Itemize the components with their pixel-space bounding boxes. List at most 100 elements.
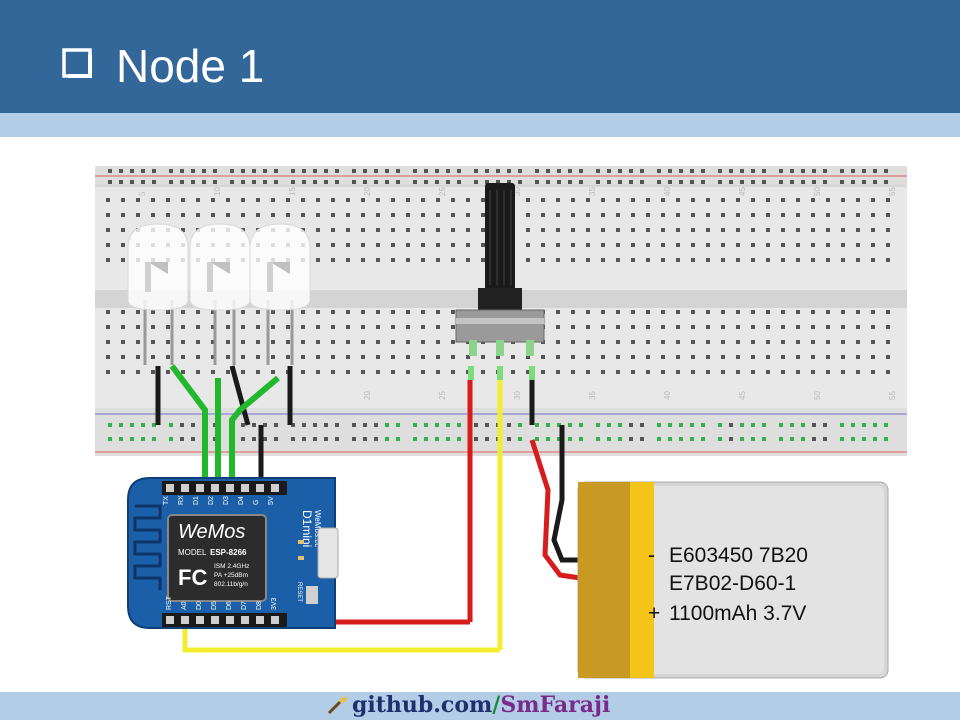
breadboard-hole bbox=[346, 325, 350, 329]
breadboard-hole bbox=[706, 213, 710, 217]
breadboard-hole bbox=[586, 355, 590, 359]
breadboard-hole bbox=[571, 258, 575, 262]
slide-title: Node 1 bbox=[116, 40, 265, 92]
breadboard-hole bbox=[301, 370, 305, 374]
breadboard-hole bbox=[646, 228, 650, 232]
breadboard-hole bbox=[811, 213, 815, 217]
header-pin bbox=[271, 616, 279, 624]
column-number: 35 bbox=[588, 187, 597, 196]
breadboard-hole bbox=[324, 169, 328, 173]
breadboard-hole bbox=[736, 213, 740, 217]
breadboard-hole bbox=[676, 258, 680, 262]
breadboard-hole bbox=[316, 228, 320, 232]
column-number: 45 bbox=[738, 391, 747, 400]
breadboard-hole bbox=[391, 243, 395, 247]
breadboard-hole bbox=[856, 243, 860, 247]
wire-yellow bbox=[182, 622, 500, 653]
breadboard-hole bbox=[721, 243, 725, 247]
breadboard-hole bbox=[556, 310, 560, 314]
breadboard-hole bbox=[886, 228, 890, 232]
breadboard-hole bbox=[211, 325, 215, 329]
breadboard-hole bbox=[518, 423, 522, 427]
breadboard-hole bbox=[376, 340, 380, 344]
breadboard-hole bbox=[108, 180, 112, 184]
breadboard-hole bbox=[840, 169, 844, 173]
breadboard-hole bbox=[706, 198, 710, 202]
breadboard-hole bbox=[571, 198, 575, 202]
pin-label: G bbox=[253, 500, 260, 505]
breadboard-hole bbox=[646, 325, 650, 329]
breadboard-hole bbox=[169, 180, 173, 184]
breadboard-hole bbox=[526, 243, 530, 247]
breadboard-hole bbox=[790, 423, 794, 427]
breadboard-hole bbox=[211, 355, 215, 359]
breadboard-hole bbox=[286, 213, 290, 217]
column-number: 20 bbox=[363, 187, 372, 196]
breadboard-hole bbox=[424, 423, 428, 427]
breadboard-hole bbox=[274, 423, 278, 427]
breadboard-hole bbox=[106, 355, 110, 359]
breadboard-hole bbox=[518, 169, 522, 173]
breadboard-hole bbox=[668, 169, 672, 173]
breadboard-hole bbox=[406, 213, 410, 217]
breadboard-hole bbox=[766, 370, 770, 374]
breadboard-hole bbox=[740, 180, 744, 184]
breadboard-hole bbox=[676, 310, 680, 314]
breadboard-hole bbox=[496, 180, 500, 184]
breadboard-hole bbox=[796, 228, 800, 232]
breadboard-hole bbox=[436, 310, 440, 314]
breadboard-hole bbox=[631, 355, 635, 359]
header-pin bbox=[256, 484, 264, 492]
breadboard-hole bbox=[601, 198, 605, 202]
header-pin bbox=[196, 616, 204, 624]
breadboard-hole bbox=[274, 169, 278, 173]
breadboard-hole bbox=[324, 437, 328, 441]
breadboard-hole bbox=[766, 355, 770, 359]
breadboard-hole bbox=[481, 370, 485, 374]
breadboard-hole bbox=[324, 423, 328, 427]
breadboard-hole bbox=[841, 370, 845, 374]
breadboard-hole bbox=[796, 370, 800, 374]
breadboard-hole bbox=[121, 198, 125, 202]
breadboard-hole bbox=[361, 243, 365, 247]
breadboard-hole bbox=[691, 213, 695, 217]
breadboard-hole bbox=[391, 258, 395, 262]
breadboard-hole bbox=[421, 213, 425, 217]
breadboard-hole bbox=[376, 370, 380, 374]
breadboard-hole bbox=[119, 180, 123, 184]
breadboard-hole bbox=[119, 169, 123, 173]
breadboard-hole bbox=[736, 370, 740, 374]
breadboard-hole bbox=[886, 198, 890, 202]
breadboard-hole bbox=[346, 370, 350, 374]
breadboard-hole bbox=[679, 437, 683, 441]
breadboard-hole bbox=[646, 213, 650, 217]
breadboard-hole bbox=[421, 228, 425, 232]
breadboard-hole bbox=[226, 198, 230, 202]
breadboard-hole bbox=[136, 355, 140, 359]
breadboard-hole bbox=[691, 370, 695, 374]
breadboard-hole bbox=[256, 355, 260, 359]
breadboard-hole bbox=[507, 423, 511, 427]
breadboard-hole bbox=[181, 355, 185, 359]
breadboard-hole bbox=[136, 370, 140, 374]
breadboard-hole bbox=[396, 169, 400, 173]
breadboard-hole bbox=[596, 169, 600, 173]
breadboard-hole bbox=[721, 228, 725, 232]
breadboard-hole bbox=[691, 243, 695, 247]
github-link[interactable]: github.com/SmFaraji bbox=[326, 689, 610, 721]
breadboard-hole bbox=[211, 213, 215, 217]
breadboard-hole bbox=[436, 213, 440, 217]
breadboard-hole bbox=[586, 258, 590, 262]
column-number: 15 bbox=[288, 187, 297, 196]
breadboard-hole bbox=[436, 198, 440, 202]
breadboard-hole bbox=[840, 437, 844, 441]
breadboard-hole bbox=[601, 370, 605, 374]
breadboard-hole bbox=[796, 325, 800, 329]
breadboard-hole bbox=[679, 423, 683, 427]
breadboard-hole bbox=[385, 437, 389, 441]
breadboard-hole bbox=[751, 355, 755, 359]
breadboard-hole bbox=[331, 213, 335, 217]
header-strip bbox=[0, 113, 960, 137]
breadboard-hole bbox=[485, 423, 489, 427]
breadboard-hole bbox=[346, 198, 350, 202]
